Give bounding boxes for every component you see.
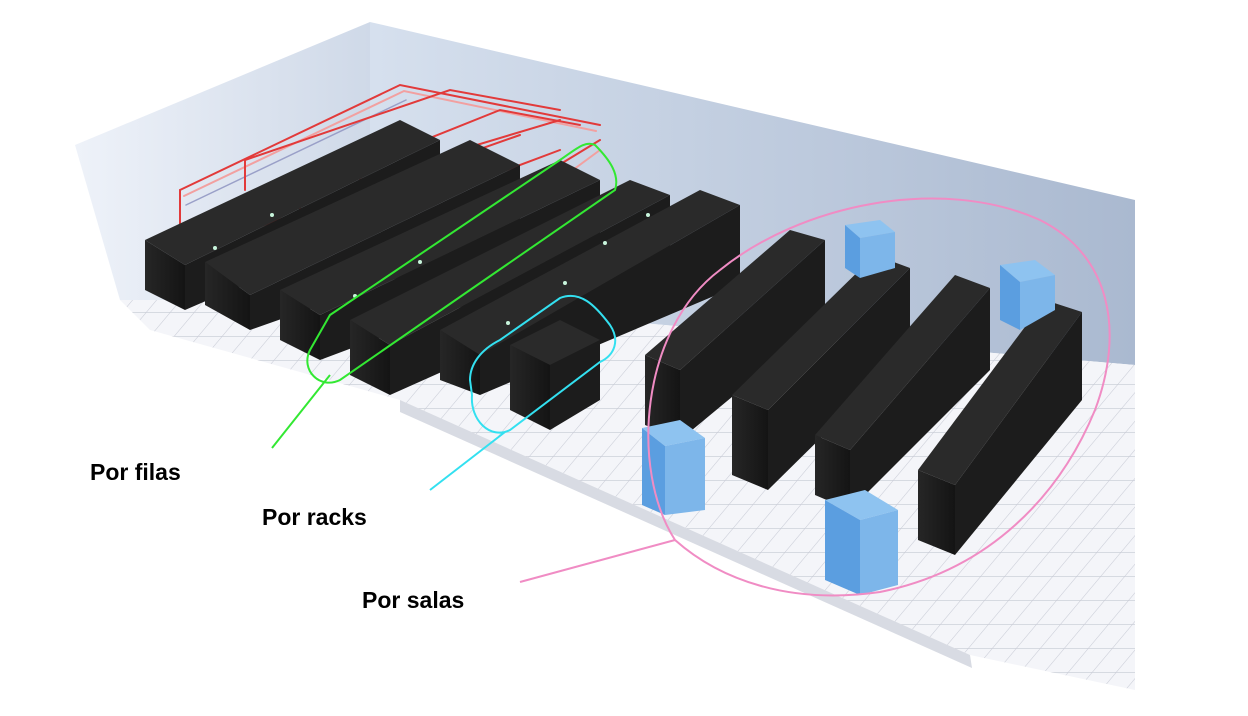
rack-rows-left [145,120,740,430]
rack-rows-right [645,230,1082,555]
rack-row [768,268,910,490]
rows-callout [271,142,618,449]
rack-row [955,312,1082,555]
rack-row [680,240,825,440]
rack-row [918,300,1082,485]
crac-unit-icon [1000,260,1055,330]
rack-row [732,395,768,490]
crac-unit-icon [825,490,898,595]
rooms-callout [519,197,1111,597]
rack-row [205,140,520,295]
label-by-racks: Por racks [262,504,367,530]
rack-row [645,230,825,370]
rack-group [550,340,600,430]
racks-callout [429,294,617,491]
rack-row [815,435,850,510]
rack-row [850,288,990,510]
rack-row [280,290,320,360]
rack-row [815,275,990,450]
label-by-rooms: Por salas [362,587,465,613]
rack-row [350,320,390,395]
rack-row [205,262,250,330]
crac-unit-icon [642,420,705,515]
crac-unit-icon [845,220,895,278]
rack-row [280,160,600,315]
cooling-units [642,220,1055,595]
status-lights [213,213,650,325]
rack-row [918,470,955,555]
rack-group [510,345,550,430]
rack-row [732,255,910,410]
label-by-rows: Por filas [90,459,181,485]
rack-row [645,355,680,440]
floor-edge [400,400,972,668]
rack-row [145,120,440,265]
rack-row [145,240,185,310]
rack-row [440,190,740,355]
rack-group [510,320,600,365]
